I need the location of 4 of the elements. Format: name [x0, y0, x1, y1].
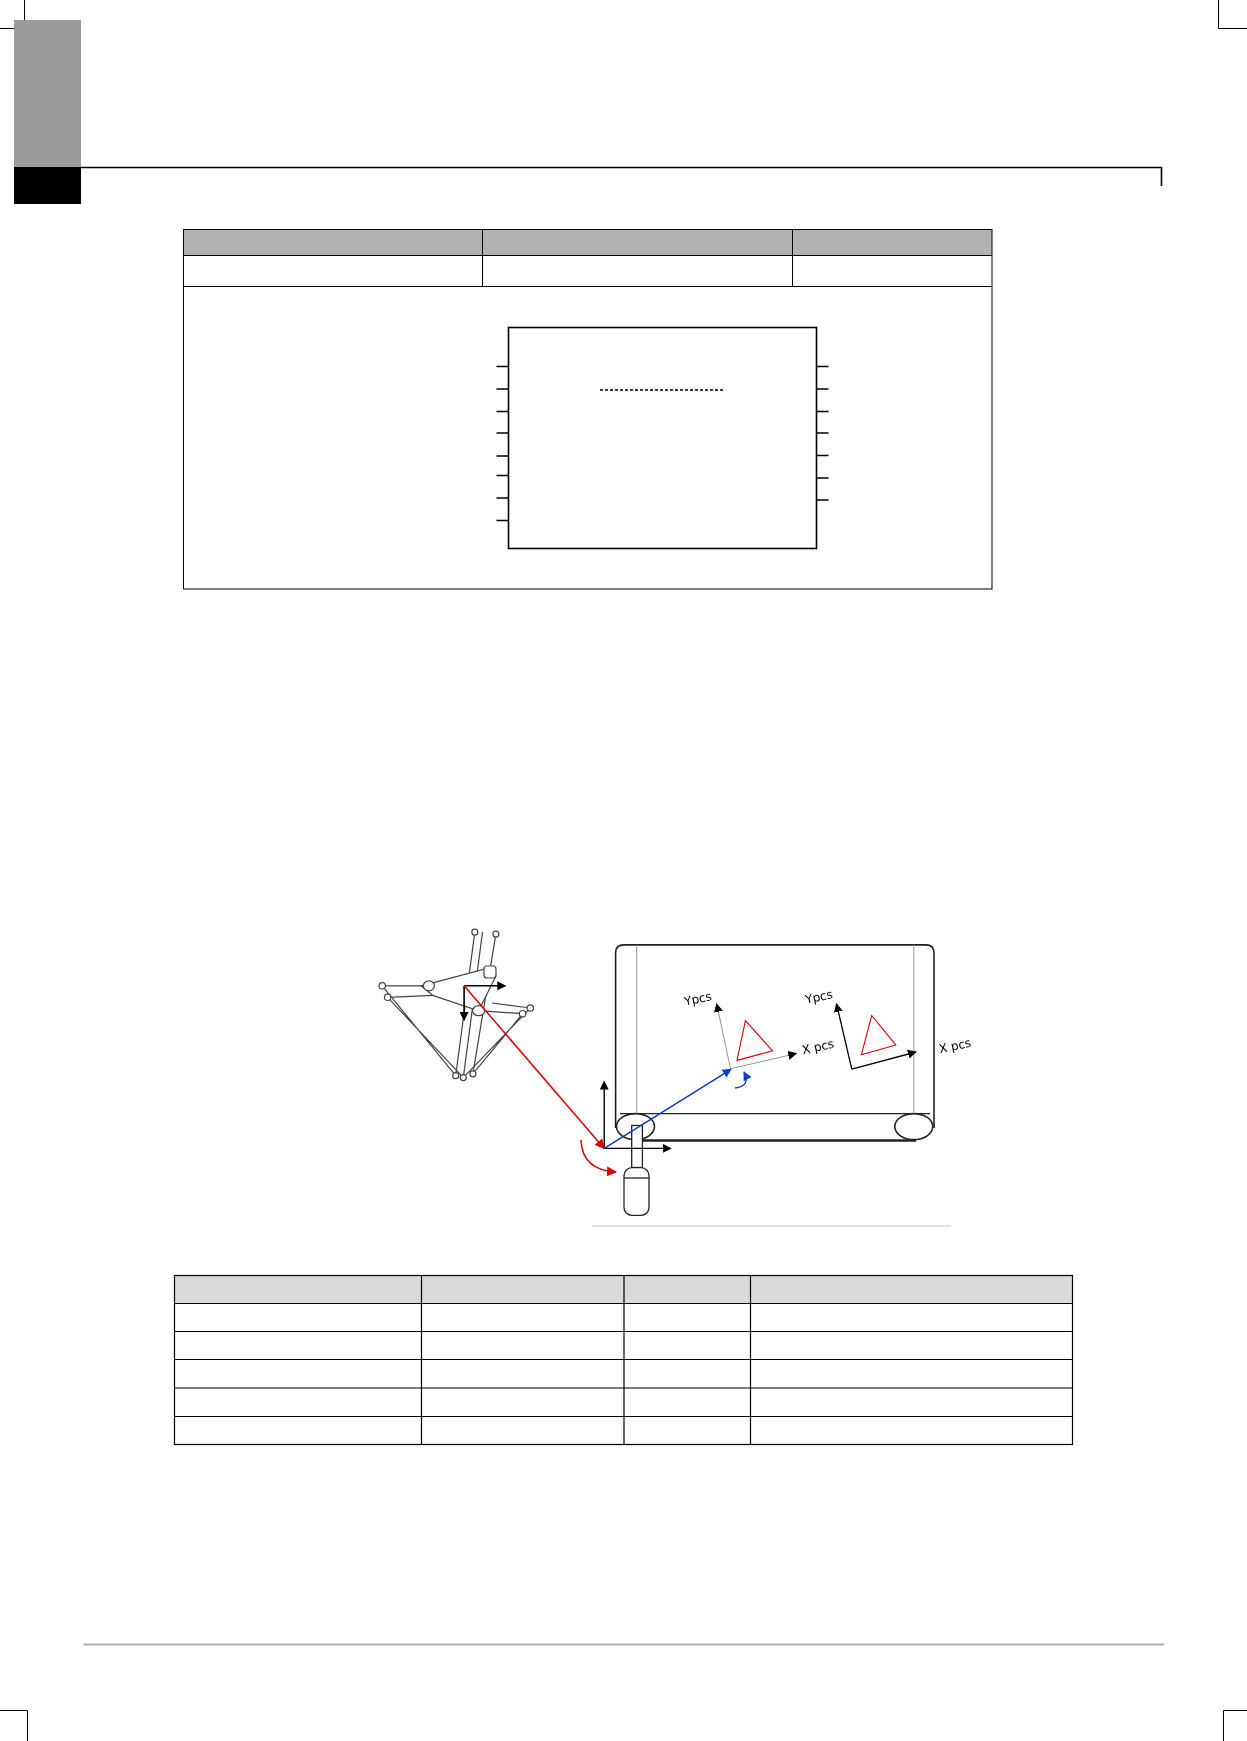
axis-label: Ypcs	[682, 989, 714, 1009]
axis-label: Ypcs	[803, 987, 835, 1007]
axis-label: X pcs	[937, 1035, 973, 1057]
axis-label: X pcs	[800, 1036, 836, 1058]
